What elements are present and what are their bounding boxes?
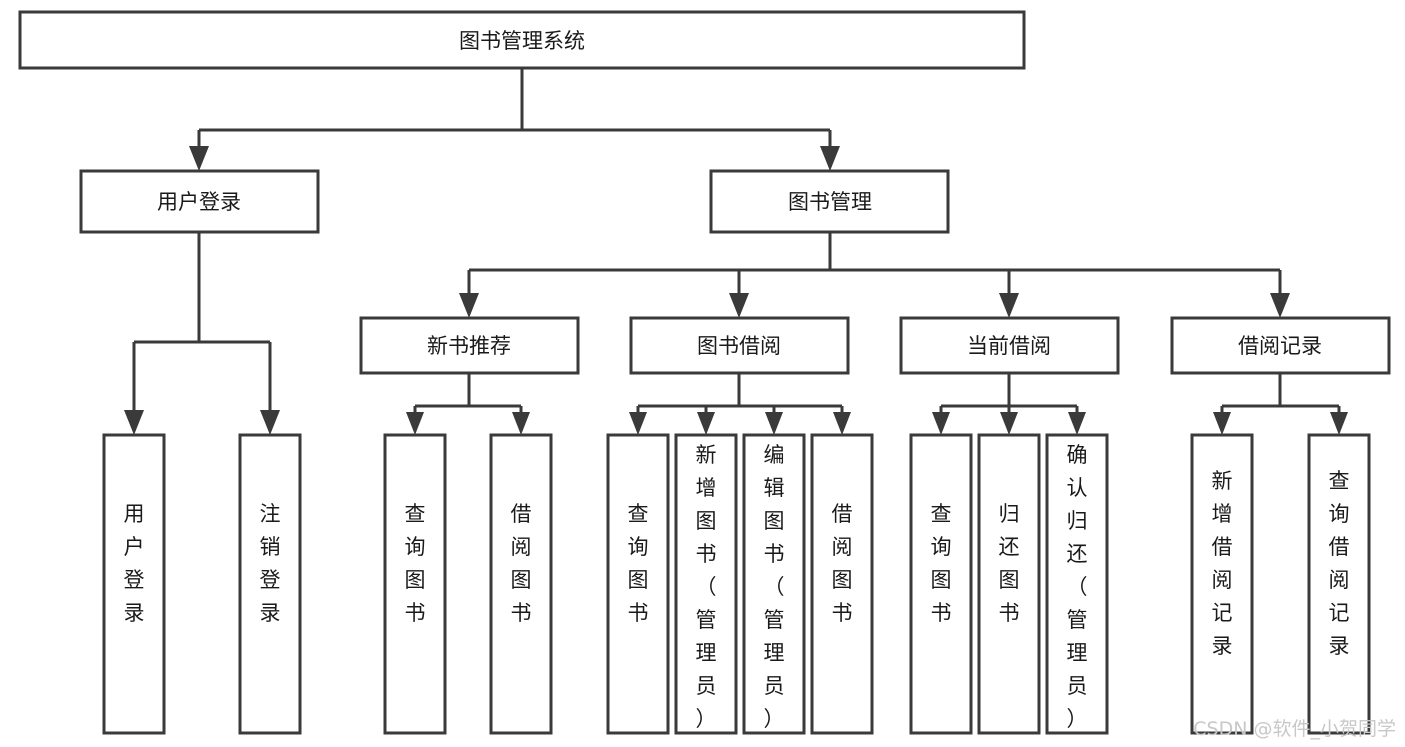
leaf-node[interactable]: 用户登录	[102, 433, 166, 735]
node-borrow-record-box[interactable]	[1170, 316, 1391, 375]
leaf-book-borrow-3-label: 编辑图书（管理员）	[764, 443, 785, 731]
node-user-login[interactable]: 用户登录	[79, 169, 320, 234]
arrow-head-leaf-borrow-record-2	[1330, 412, 1348, 435]
leaf-new-book-1-box[interactable]	[383, 433, 447, 735]
leaf-node[interactable]: 确认归还（管理员）	[1045, 433, 1109, 735]
leaf-node[interactable]: 新增借阅记录	[1190, 433, 1254, 735]
node-root-label: 图书管理系统	[459, 29, 585, 53]
arrow-head-leaf-current-borrow-3	[1068, 412, 1086, 435]
leaf-book-borrow-2-label: 新增图书（管理员）	[696, 443, 717, 731]
arrow-head-leaf-current-borrow-2	[1000, 412, 1018, 435]
arrow-head-user-login	[189, 146, 209, 171]
leaf-current-borrow-1-label: 查询图书	[931, 502, 952, 625]
leaf-node[interactable]: 查询图书	[606, 433, 670, 735]
leaf-book-borrow-1-box[interactable]	[606, 433, 670, 735]
arrow-head-book-borrow	[729, 293, 749, 318]
arrow-head-leaf-user-login-2	[260, 410, 280, 435]
node-book-borrow-box[interactable]	[629, 316, 850, 375]
leaf-node[interactable]: 注销登录	[238, 433, 302, 735]
arrow-head-leaf-book-borrow-4	[833, 412, 851, 435]
node-user-login-label: 用户登录	[157, 190, 241, 214]
leaf-borrow-record-1-box[interactable]	[1190, 433, 1254, 735]
leaf-book-borrow-3-box[interactable]	[742, 433, 806, 735]
leaf-new-book-1-label: 查询图书	[405, 502, 426, 625]
leaf-node[interactable]: 借阅图书	[489, 433, 553, 735]
leaf-user-login-1-label: 用户登录	[124, 502, 145, 625]
leaf-user-login-2-box[interactable]	[238, 433, 302, 735]
leaf-node[interactable]: 归还图书	[977, 433, 1041, 735]
connector-layer	[124, 68, 1348, 435]
leaf-node[interactable]: 借阅图书	[810, 433, 874, 735]
arrow-head-leaf-user-login-1	[124, 410, 144, 435]
leaf-book-borrow-1-label: 查询图书	[628, 502, 649, 625]
leaf-user-login-2-label: 注销登录	[260, 502, 281, 625]
leaf-current-borrow-2-label: 归还图书	[999, 502, 1020, 625]
arrow-head-new-book	[459, 293, 479, 318]
leaf-new-book-2-box[interactable]	[489, 433, 553, 735]
leaf-current-borrow-1-box[interactable]	[909, 433, 973, 735]
arrow-head-borrow-record	[1270, 293, 1290, 318]
node-borrow-record[interactable]: 借阅记录	[1170, 316, 1391, 375]
leaf-book-borrow-2-box[interactable]	[674, 433, 738, 735]
leaf-current-borrow-3-label: 确认归还（管理员）	[1067, 443, 1088, 731]
node-current-borrow[interactable]: 当前借阅	[899, 316, 1120, 375]
arrow-head-leaf-new-book-2	[512, 412, 530, 435]
leaf-new-book-2-label: 借阅图书	[511, 502, 532, 625]
leaf-current-borrow-2-box[interactable]	[977, 433, 1041, 735]
node-book-manage[interactable]: 图书管理	[709, 169, 950, 234]
arrow-head-current-borrow	[999, 293, 1019, 318]
leaf-borrow-record-2-box[interactable]	[1307, 433, 1371, 735]
node-new-book-recommend-label: 新书推荐	[427, 334, 511, 358]
leaf-borrow-record-2-label: 查询借阅记录	[1329, 469, 1350, 658]
node-book-borrow[interactable]: 图书借阅	[629, 316, 850, 375]
leaf-user-login-1-box[interactable]	[102, 433, 166, 735]
leaf-node[interactable]: 查询图书	[909, 433, 973, 735]
arrow-head-book-manage	[820, 146, 840, 171]
node-new-book-recommend-box[interactable]	[359, 316, 580, 375]
leaf-book-borrow-4-box[interactable]	[810, 433, 874, 735]
watermark-label: CSDN @软件_小贺同学	[1193, 718, 1396, 740]
leaf-book-borrow-4-label: 借阅图书	[832, 502, 853, 625]
node-current-borrow-box[interactable]	[899, 316, 1120, 375]
node-new-book-recommend[interactable]: 新书推荐	[359, 316, 580, 375]
leaf-borrow-record-1-label: 新增借阅记录	[1212, 469, 1233, 658]
node-user-login-box[interactable]	[79, 169, 320, 234]
arrow-head-leaf-book-borrow-3	[765, 412, 783, 435]
node-book-manage-box[interactable]	[709, 169, 950, 234]
node-book-manage-label: 图书管理	[788, 190, 872, 214]
arrow-head-leaf-new-book-1	[406, 412, 424, 435]
node-book-borrow-label: 图书借阅	[697, 334, 781, 358]
node-root[interactable]: 图书管理系统	[18, 10, 1026, 70]
leaf-node[interactable]: 查询借阅记录	[1307, 433, 1371, 735]
node-root-box[interactable]	[18, 10, 1026, 70]
arrow-head-leaf-borrow-record-1	[1213, 412, 1231, 435]
arrow-head-leaf-book-borrow-1	[629, 412, 647, 435]
arrow-head-leaf-current-borrow-1	[932, 412, 950, 435]
leaf-node[interactable]: 编辑图书（管理员）	[742, 433, 806, 735]
arrow-head-leaf-book-borrow-2	[697, 412, 715, 435]
leaf-node[interactable]: 新增图书（管理员）	[674, 433, 738, 735]
node-current-borrow-label: 当前借阅	[967, 334, 1051, 358]
node-borrow-record-label: 借阅记录	[1238, 334, 1322, 358]
leaf-node[interactable]: 查询图书	[383, 433, 447, 735]
leaf-current-borrow-3-box[interactable]	[1045, 433, 1109, 735]
